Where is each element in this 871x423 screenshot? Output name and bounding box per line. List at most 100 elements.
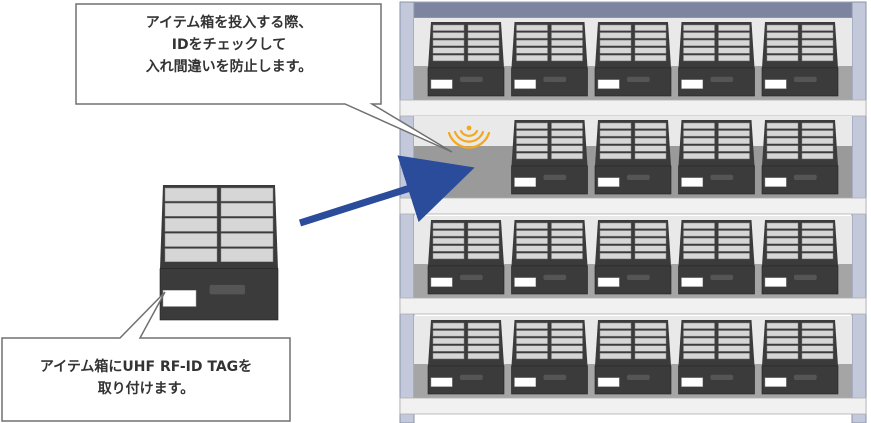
index-card (766, 330, 799, 337)
index-card (516, 32, 548, 39)
index-card (683, 24, 715, 31)
item-box (427, 320, 505, 395)
index-card (432, 222, 465, 229)
rfid-tag (514, 277, 537, 287)
rfid-tag (514, 377, 537, 387)
top-callout-text: アイテム箱を投入する際、 IDをチェックして 入れ間違いを防止します。 (88, 12, 370, 78)
index-card (220, 218, 274, 232)
index-card (683, 222, 715, 229)
index-card (220, 248, 274, 262)
index-card (718, 32, 750, 39)
index-card (599, 222, 632, 229)
rfid-tag (597, 177, 620, 187)
box-handle (793, 174, 817, 180)
index-card (599, 322, 632, 329)
index-card (467, 32, 500, 39)
index-card (766, 153, 799, 160)
index-card (683, 39, 715, 46)
index-card (718, 245, 750, 252)
top-callout-line-1: アイテム箱を投入する際、 (145, 15, 313, 31)
index-card (718, 39, 750, 46)
index-card (516, 237, 548, 244)
index-card (634, 153, 667, 160)
index-card (551, 222, 583, 229)
index-card (634, 24, 667, 31)
item-box (511, 220, 588, 295)
index-card (599, 122, 632, 129)
index-card (467, 353, 500, 360)
index-card (467, 253, 500, 260)
rack-shelf (399, 18, 867, 117)
index-card (599, 137, 632, 144)
index-card (164, 187, 218, 202)
box-handle (543, 76, 567, 82)
index-card (634, 245, 667, 252)
bottom-callout-text: アイテム箱にUHF RF-ID TAGを 取り付けます。 (8, 356, 284, 400)
index-card (801, 230, 834, 237)
index-card (516, 130, 548, 137)
index-card (683, 137, 715, 144)
index-card (766, 222, 799, 229)
rack-top-bar (399, 1, 867, 19)
index-card (551, 253, 583, 260)
index-card (801, 130, 834, 137)
index-card (683, 337, 715, 344)
index-card (683, 322, 715, 329)
box-handle (710, 76, 734, 82)
box-handle (626, 274, 650, 280)
index-card (599, 130, 632, 137)
item-box (761, 320, 839, 395)
item-box (678, 22, 755, 97)
index-card (718, 145, 750, 152)
index-card (718, 322, 750, 329)
index-card (599, 39, 632, 46)
index-card (801, 345, 834, 352)
storage-rack (399, 1, 867, 423)
index-card (599, 253, 632, 260)
item-box (678, 120, 755, 195)
box-handle (209, 284, 245, 295)
index-card (467, 47, 500, 54)
rfid-signal-icon (447, 125, 491, 149)
index-card (516, 337, 548, 344)
index-card (551, 153, 583, 160)
index-card (599, 145, 632, 152)
index-card (801, 137, 834, 144)
index-card (432, 32, 465, 39)
rack-shelf (399, 216, 867, 315)
index-card (516, 122, 548, 129)
index-card (683, 330, 715, 337)
index-card (551, 122, 583, 129)
index-card (766, 345, 799, 352)
index-card (683, 153, 715, 160)
index-card (599, 353, 632, 360)
rfid-tag (681, 377, 704, 387)
rfid-tag (514, 79, 537, 89)
index-card (683, 145, 715, 152)
box-handle (459, 274, 483, 280)
index-card (801, 39, 834, 46)
index-card (467, 322, 500, 329)
rfid-tag (430, 377, 453, 387)
index-card (634, 122, 667, 129)
index-card (801, 322, 834, 329)
index-card (801, 237, 834, 244)
index-card (683, 253, 715, 260)
index-card (683, 47, 715, 54)
index-card (766, 55, 799, 62)
index-card (766, 32, 799, 39)
index-card (801, 32, 834, 39)
index-card (164, 248, 218, 262)
index-card (432, 245, 465, 252)
rfid-tag (681, 277, 704, 287)
index-card (766, 39, 799, 46)
index-card (551, 145, 583, 152)
rfid-tag (764, 177, 787, 187)
index-card (599, 330, 632, 337)
box-handle (710, 374, 734, 380)
item-box (761, 22, 839, 97)
rfid-tag (597, 377, 620, 387)
index-card (766, 237, 799, 244)
index-card (467, 345, 500, 352)
